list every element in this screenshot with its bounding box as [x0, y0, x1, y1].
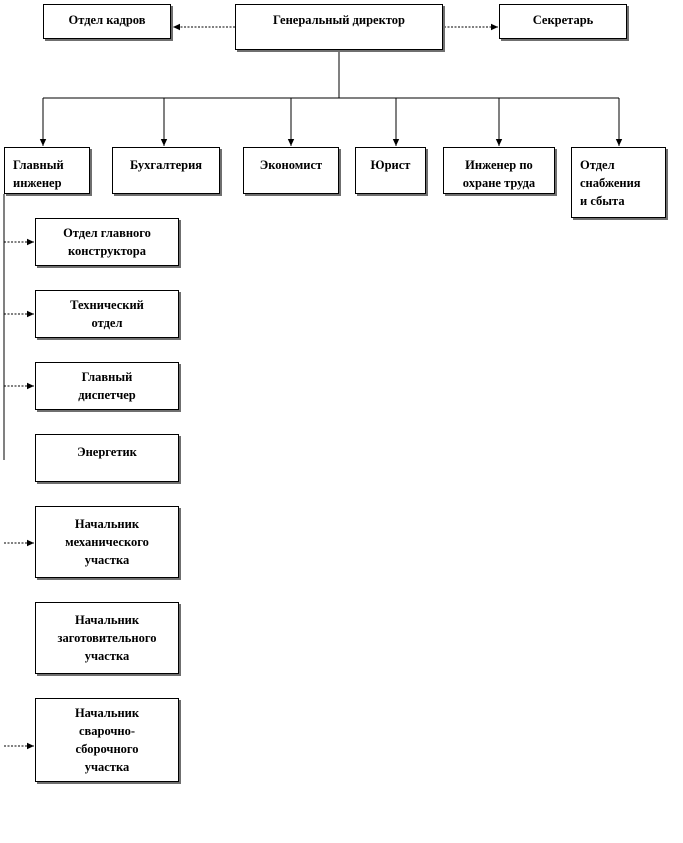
chief-designer-department-box: Отдел главного конструктора	[35, 218, 179, 266]
labor-safety-engineer-box: Инженер по охране труда	[443, 147, 555, 194]
secretary-box: Секретарь	[499, 4, 627, 39]
economist-box: Экономист	[243, 147, 339, 194]
chief-dispatcher-box: Главный диспетчер	[35, 362, 179, 410]
accounting-box: Бухгалтерия	[112, 147, 220, 194]
blank-section-head-box: Начальник заготовительного участка	[35, 602, 179, 674]
welding-section-head-box: Начальник сварочно- сборочного участка	[35, 698, 179, 782]
supply-sales-department-box: Отдел снабжения и сбыта	[571, 147, 666, 218]
chief-engineer-box: Главный инженер	[4, 147, 90, 194]
hr-department-box: Отдел кадров	[43, 4, 171, 39]
mechanical-section-head-box: Начальник механического участка	[35, 506, 179, 578]
power-engineer-box: Энергетик	[35, 434, 179, 482]
director-box: Генеральный директор	[235, 4, 443, 50]
lawyer-box: Юрист	[355, 147, 426, 194]
technical-department-box: Технический отдел	[35, 290, 179, 338]
